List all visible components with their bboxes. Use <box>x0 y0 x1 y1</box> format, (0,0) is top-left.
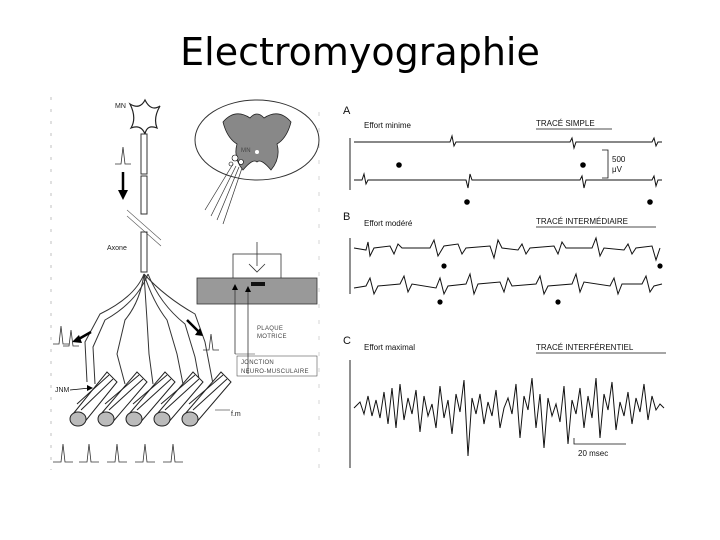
jnm-arrow <box>69 387 91 391</box>
branch-arrow-right <box>186 319 200 333</box>
nmj-inset <box>196 242 318 305</box>
panel-b-trace-title: TRACÉ INTERMÉDIAIRE <box>536 217 628 226</box>
panel-c-letter: C <box>343 335 351 347</box>
branch-spike-left <box>63 329 79 347</box>
panel-b-marker <box>555 299 561 305</box>
panel-a-effort: Effort minime <box>364 121 412 130</box>
muscle-fiber <box>153 371 204 427</box>
label-motrice: MOTRICE <box>257 334 287 340</box>
panel-b-marker <box>441 263 447 269</box>
axon <box>140 133 148 273</box>
panel-b-letter: B <box>343 211 350 223</box>
panel-a-marker <box>580 162 586 168</box>
muscle-fiber <box>69 371 118 427</box>
label-mn: MN <box>115 103 126 110</box>
panel-c: C Effort maximal TRACÉ INTERFÉRENTIEL 20… <box>343 335 666 468</box>
voltage-scale-unit: μV <box>612 165 623 174</box>
voltage-scale-bar <box>602 149 609 179</box>
spinal-cord-section: MN <box>194 99 320 225</box>
endplate <box>251 282 265 286</box>
axon-spike <box>115 146 131 165</box>
panel-a-marker <box>396 162 402 168</box>
motor-unit-diagram: MN Axone <box>50 97 320 470</box>
panel-c-trace <box>353 377 665 457</box>
panel-b-marker <box>437 299 443 305</box>
panel-a-trace-title: TRACÉ SIMPLE <box>536 119 595 128</box>
panel-b-trace-2 <box>353 272 663 296</box>
label-jnm: JNM <box>55 387 70 394</box>
panel-a-marker <box>647 199 653 205</box>
panel-b-trace-1 <box>353 236 661 262</box>
muscle-fiber <box>97 371 148 427</box>
time-scale-label: 20 msec <box>578 449 608 458</box>
motoneuron-soma <box>128 98 161 137</box>
label-plaque: PLAQUE <box>257 326 283 332</box>
muscle-spikes <box>53 443 183 463</box>
slide-title: Electromyographie <box>180 30 540 74</box>
muscle-membrane <box>196 277 318 305</box>
panel-b-effort: Effort modéré <box>364 219 413 228</box>
label-axone: Axone <box>107 245 127 252</box>
panel-a-marker <box>464 199 470 205</box>
panel-b: B Effort modéré TRACÉ INTERMÉDIAIRE <box>343 211 663 305</box>
label-fm: f.m <box>231 411 241 418</box>
branch-spike-right <box>203 333 219 351</box>
time-scale-bar <box>573 438 626 445</box>
label-neuro-musculaire: NEURO-MUSCULAIRE <box>241 369 309 375</box>
panel-a-trace-2 <box>354 172 662 189</box>
panel-b-marker <box>657 263 663 269</box>
axon-branches <box>84 273 214 385</box>
panel-c-trace-title: TRACÉ INTERFÉRENTIEL <box>536 343 634 352</box>
label-mn-cord: MN <box>241 148 251 154</box>
ventral-roots <box>204 163 243 225</box>
panel-a-letter: A <box>343 105 351 117</box>
muscle-fiber <box>125 371 176 427</box>
axon-break-mark <box>126 209 162 241</box>
muscle-fibers <box>69 371 232 427</box>
emg-traces-figure: A Effort minime TRACÉ SIMPLE 500 μV B Ef… <box>343 105 666 468</box>
voltage-scale-value: 500 <box>612 155 626 164</box>
muscle-fiber <box>181 371 232 427</box>
label-jonction: JONCTION <box>241 360 274 366</box>
panel-c-effort: Effort maximal <box>364 343 415 352</box>
panel-a-trace-1 <box>354 134 662 150</box>
panel-a: A Effort minime TRACÉ SIMPLE 500 μV <box>343 105 662 205</box>
